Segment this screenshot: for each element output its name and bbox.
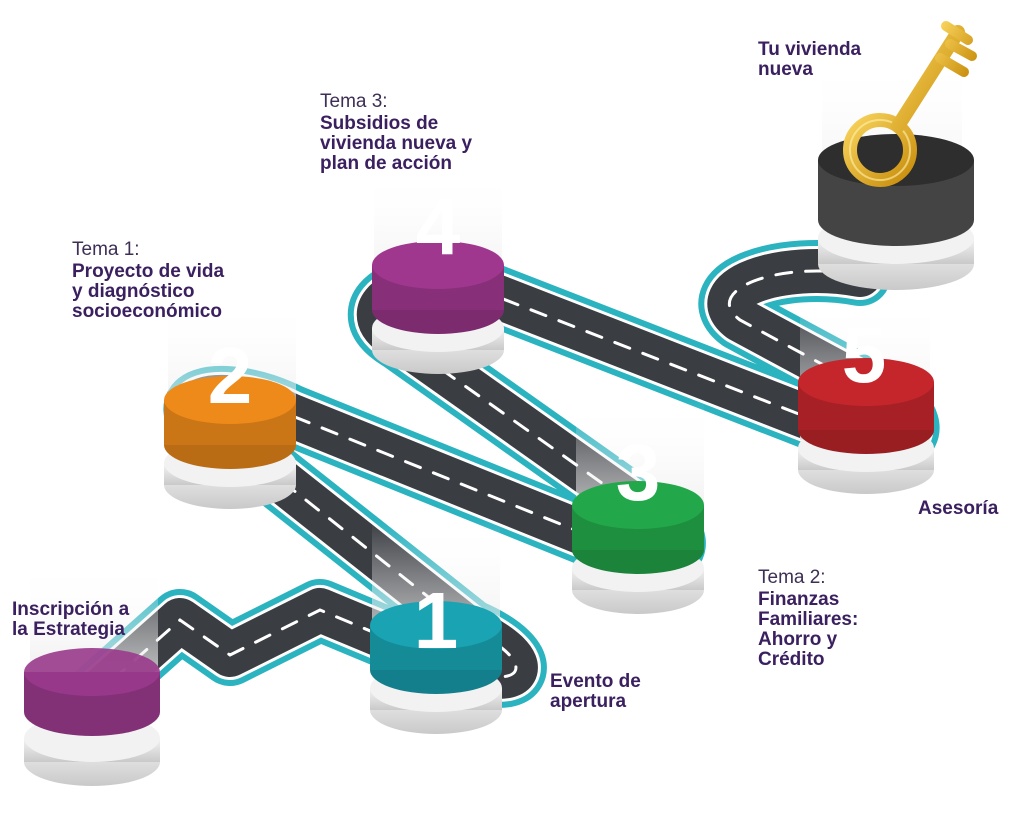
step-3-label: Tema 2: Finanzas Familiares: Ahorro y Cr…: [758, 568, 858, 670]
step-2-title: Proyecto de vida y diagnóstico socioecon…: [72, 261, 225, 322]
step-2-topic: Tema 1:: [72, 239, 140, 260]
step-pillar-3: 3: [572, 428, 704, 614]
step-number-2: 2: [208, 331, 253, 420]
step-pillar-1: 1: [370, 576, 502, 734]
step-3-title: Finanzas Familiares: Ahorro y Crédito: [758, 589, 859, 670]
key-icon: [843, 21, 977, 187]
step-4-topic: Tema 3:: [320, 91, 388, 112]
step-4-label: Tema 3: Subsidios de vivienda nueva y pl…: [320, 92, 472, 174]
finish-label: Tu vivienda nueva: [758, 39, 862, 80]
step-2-label: Tema 1: Proyecto de vida y diagnóstico s…: [72, 240, 224, 322]
step-3-topic: Tema 2:: [758, 567, 826, 588]
step-number-3: 3: [616, 428, 661, 517]
start-pillar: [24, 648, 160, 786]
step-5-label: Asesoría: [918, 498, 999, 519]
step-pillar-5: 5: [798, 310, 934, 494]
step-pillar-2: 2: [164, 331, 296, 509]
step-number-1: 1: [414, 576, 459, 665]
step-number-5: 5: [842, 310, 887, 399]
step-pillar-4: 4: [372, 182, 504, 374]
step-1-label: Evento de apertura: [550, 671, 641, 712]
finish-pillar: [818, 134, 974, 290]
start-label: Inscripción a la Estrategia: [12, 599, 130, 640]
step-4-title: Subsidios de vivienda nueva y plan de ac…: [320, 113, 473, 174]
step-number-4: 4: [416, 182, 461, 271]
